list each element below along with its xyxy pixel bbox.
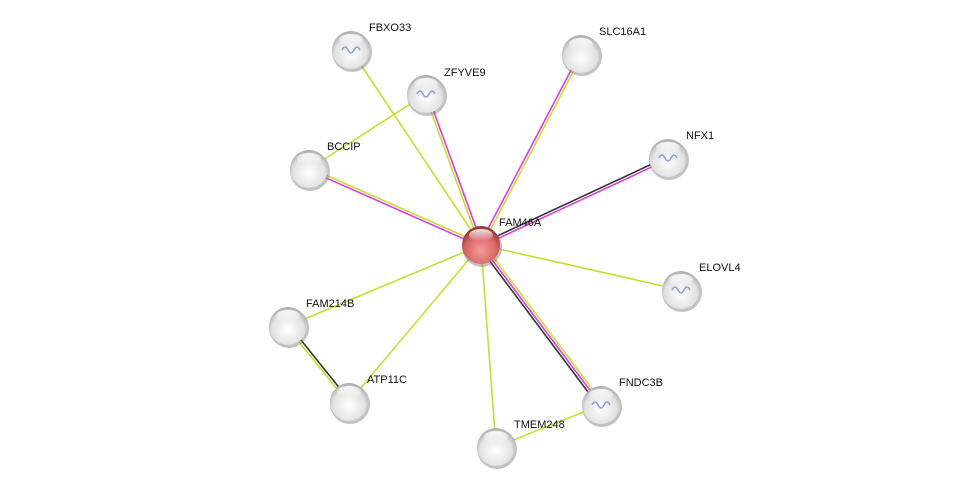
edge-textmining-line: [287, 244, 482, 327]
node-label: ZFYVE9: [444, 67, 486, 79]
node-BCCIP[interactable]: BCCIP: [290, 141, 361, 191]
edge-FAM46A-ELOVL4[interactable]: [480, 244, 682, 291]
edge-textmining-line: [424, 94, 481, 246]
node-highlight: [297, 153, 321, 165]
edge-textmining-line: [309, 167, 482, 245]
edge-experiments-line: [479, 53, 581, 245]
node-label: FAM214B: [306, 298, 354, 310]
node-highlight: [484, 431, 508, 443]
node-label: NFX1: [686, 130, 714, 142]
node-ATP11C[interactable]: ATP11C: [330, 374, 407, 424]
edge-textmining-line: [348, 244, 482, 403]
protein-structure-icon: [658, 154, 678, 162]
node-highlight: [569, 38, 593, 50]
edge-FAM46A-ZFYVE9[interactable]: [424, 93, 483, 246]
edge-FAM46A-FAM214B[interactable]: [287, 244, 482, 327]
node-label: FNDC3B: [619, 377, 663, 389]
node-FNDC3B[interactable]: FNDC3B: [582, 377, 663, 427]
edge-textmining-line: [480, 244, 497, 448]
edge-FAM46A-BCCIP[interactable]: [308, 167, 482, 247]
node-FAM214B[interactable]: FAM214B: [269, 298, 354, 348]
node-SLC16A1[interactable]: SLC16A1: [562, 26, 646, 76]
edge-FAM46A-ATP11C[interactable]: [348, 244, 482, 403]
node-TMEM248[interactable]: TMEM248: [477, 419, 565, 469]
node-highlight: [339, 34, 363, 46]
edge-coexpression-line: [480, 156, 668, 245]
node-label: ATP11C: [367, 374, 407, 386]
edge-textmining-line: [308, 93, 427, 170]
protein-structure-icon: [416, 90, 436, 98]
node-FAM46A[interactable]: FAM46A: [462, 217, 542, 267]
node-highlight: [656, 142, 680, 154]
node-highlight: [469, 229, 493, 241]
edge-coexpression-line: [478, 246, 600, 408]
edge-experiments-line: [426, 93, 483, 245]
edge-FAM46A-TMEM248[interactable]: [480, 244, 497, 448]
protein-structure-icon: [591, 401, 611, 409]
edge-textmining-line: [481, 54, 583, 246]
edge-ZFYVE9-BCCIP[interactable]: [308, 93, 427, 170]
edge-experiments-line: [480, 244, 602, 406]
node-highlight: [337, 386, 361, 398]
edge-textmining-line: [350, 49, 482, 246]
edge-FAM46A-FBXO33[interactable]: [350, 49, 482, 246]
node-ELOVL4[interactable]: ELOVL4: [662, 262, 741, 312]
node-FBXO33[interactable]: FBXO33: [332, 22, 411, 72]
edge-FAM46A-SLC16A1[interactable]: [479, 53, 583, 246]
edge-FAM46A-FNDC3B[interactable]: [478, 242, 604, 408]
edge-textmining-line: [482, 242, 604, 404]
edge-FAM46A-NFX1[interactable]: [480, 156, 669, 247]
node-label: ELOVL4: [699, 262, 741, 274]
edges-layer: [286, 49, 682, 448]
protein-structure-icon: [341, 46, 361, 54]
node-highlight: [669, 274, 693, 286]
node-NFX1[interactable]: NFX1: [649, 130, 714, 180]
edge-experiments-line: [308, 169, 481, 247]
edge-textmining-line: [480, 244, 682, 291]
node-highlight: [589, 389, 613, 401]
node-ZFYVE9[interactable]: ZFYVE9: [407, 67, 486, 116]
node-label: FBXO33: [369, 22, 411, 34]
node-highlight: [276, 310, 300, 322]
protein-structure-icon: [671, 286, 691, 294]
node-label: BCCIP: [327, 141, 361, 153]
node-label: FAM46A: [499, 217, 542, 229]
node-label: TMEM248: [514, 419, 565, 431]
node-label: SLC16A1: [599, 26, 646, 38]
node-highlight: [414, 78, 438, 90]
edge-experiments-line: [481, 158, 669, 247]
